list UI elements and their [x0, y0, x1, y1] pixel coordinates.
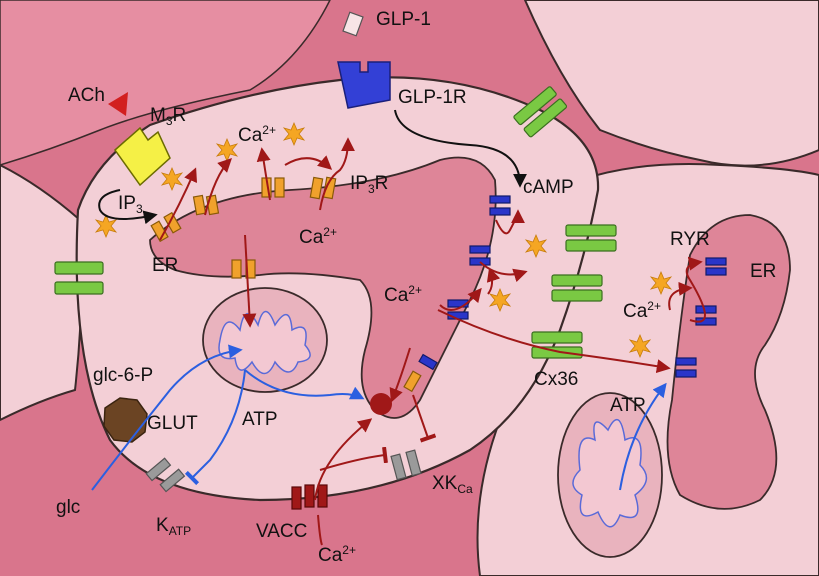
- ip3-label: IP3: [118, 194, 143, 215]
- glut-label: GLUT: [147, 413, 198, 434]
- katp-channel: [145, 457, 186, 493]
- ca-top-label: Ca2+: [238, 124, 276, 145]
- ryr-channels: [418, 195, 727, 378]
- ca-mid-label: Ca2+: [384, 284, 422, 305]
- ca-top-text: Ca: [238, 125, 263, 146]
- ip3r-main: IP: [350, 173, 368, 194]
- glc-label: glc: [56, 497, 81, 518]
- katp-label: KATP: [156, 516, 191, 537]
- glp1-label: GLP-1: [376, 9, 431, 30]
- m3r-tail: R: [172, 105, 187, 126]
- ach-label: ACh: [68, 85, 105, 106]
- vacc-channel: [291, 484, 328, 510]
- top-left-cell: [0, 0, 331, 166]
- glp1r-label: GLP-1R: [398, 87, 467, 108]
- ryr-label: RYR: [670, 229, 710, 250]
- ca-er-text: Ca: [299, 227, 324, 248]
- m3r-main: M: [150, 105, 166, 126]
- mitochondrion-right: [557, 392, 663, 558]
- xkca-main: XK: [432, 473, 458, 494]
- ca-mid-text: Ca: [384, 285, 409, 306]
- ca-bottom-label: Ca2+: [318, 544, 356, 565]
- mitochondrion-left: [202, 287, 328, 393]
- glut-octagon-icon: [103, 397, 148, 443]
- ca-bottom-sup: 2+: [342, 543, 356, 557]
- ach-triangle-icon: [108, 92, 128, 116]
- er-right-lumen: [666, 214, 791, 510]
- glucose-atp-arrows: [91, 344, 667, 491]
- glp1-peptide-icon: [342, 11, 364, 37]
- glp1r-receptor-icon: [337, 61, 391, 109]
- atp-right-label: ATP: [610, 395, 646, 416]
- vacc-label: VACC: [256, 521, 308, 542]
- ip3r-label: IP3R: [350, 174, 388, 195]
- connexin-left: [54, 261, 104, 295]
- ca-right-label: Ca2+: [623, 300, 661, 321]
- ca-er-sup: 2+: [323, 225, 337, 239]
- connexin-cx36: [531, 224, 617, 359]
- xkca-channel: [390, 449, 422, 481]
- ca-top-sup: 2+: [262, 123, 276, 137]
- m3r-receptor-icon: [113, 126, 171, 187]
- katp-main: K: [156, 515, 169, 536]
- granule-target: [370, 393, 392, 415]
- m3r-sub: 3: [165, 114, 173, 128]
- er-right-label: ER: [750, 261, 777, 282]
- ip3-sub: 3: [135, 202, 143, 216]
- signalling-arrows: [98, 109, 527, 225]
- cx36-label: Cx36: [534, 369, 579, 390]
- ip3r-sub: 3: [367, 182, 375, 196]
- ip3-main: IP: [118, 193, 136, 214]
- ca-er-label: Ca2+: [299, 226, 337, 247]
- calcium-flux-arrows: [159, 137, 706, 546]
- ca-bottom-text: Ca: [318, 545, 343, 566]
- atp-left-label: ATP: [242, 409, 278, 430]
- ip3r-tail: R: [374, 173, 389, 194]
- connexin-top: [513, 86, 568, 138]
- ca-right-sup: 2+: [647, 299, 661, 313]
- ca-mid-sup: 2+: [408, 283, 422, 297]
- katp-sub: ATP: [168, 524, 192, 538]
- glc6p-label: glc-6-P: [93, 365, 154, 386]
- xkca-sub: Ca: [457, 482, 473, 496]
- er-left-label: ER: [152, 255, 179, 276]
- m3r-label: M3R: [150, 106, 186, 127]
- xkca-label: XKCa: [432, 474, 473, 495]
- top-right-cell: [523, 0, 819, 167]
- camp-label: cAMP: [523, 177, 574, 198]
- ca-right-text: Ca: [623, 301, 648, 322]
